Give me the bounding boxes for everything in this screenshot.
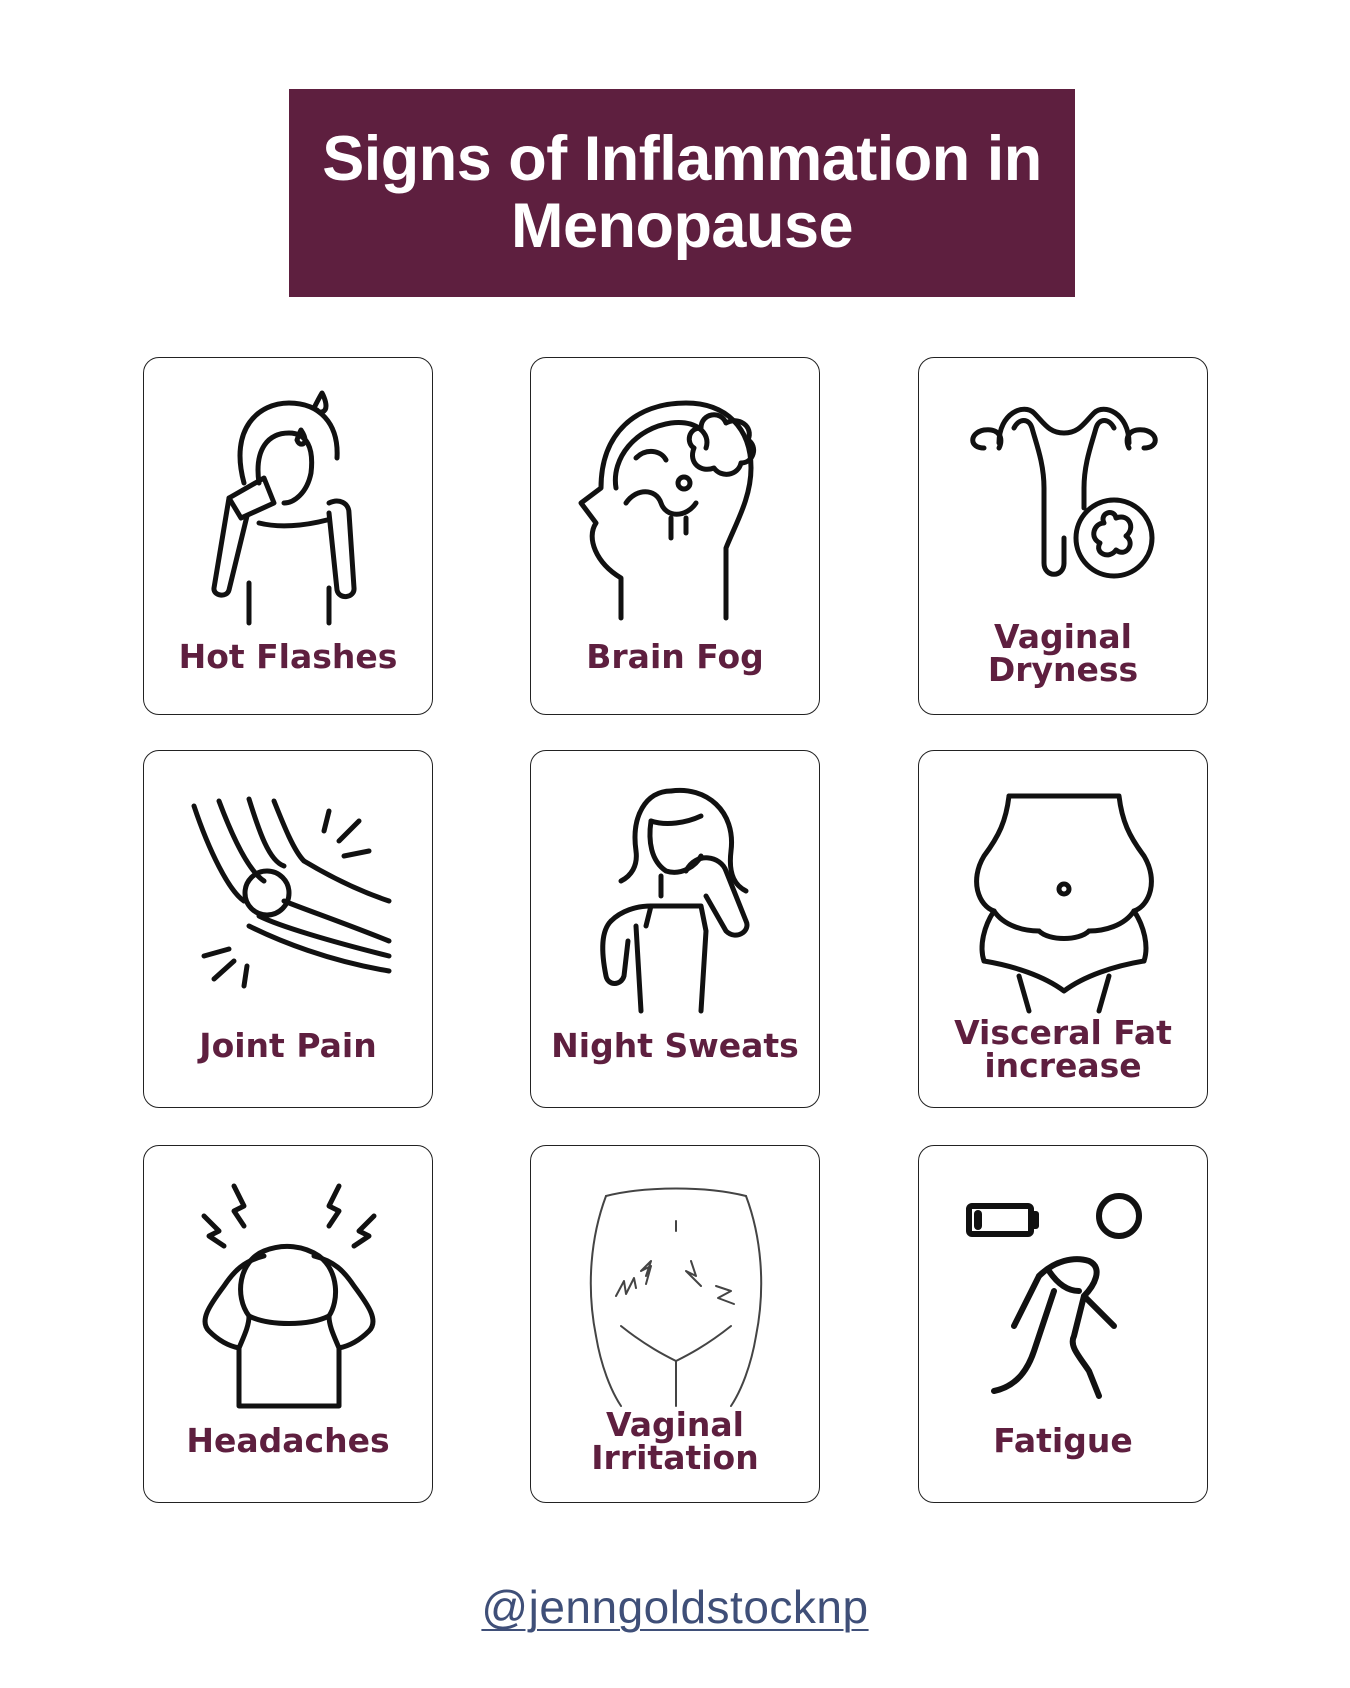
symptom-label: Night Sweats xyxy=(551,1026,799,1065)
symptom-label: Joint Pain xyxy=(199,1026,377,1065)
page-title: Signs of Inflammation in Menopause xyxy=(322,124,1042,261)
title-banner: Signs of Inflammation in Menopause xyxy=(289,89,1075,297)
hot-flashes-icon xyxy=(211,390,357,626)
symptom-label: Headaches xyxy=(186,1421,390,1460)
headache-icon xyxy=(201,1183,377,1409)
fatigue-icon xyxy=(966,1193,1142,1399)
symptom-label: Hot Flashes xyxy=(178,637,398,676)
social-handle[interactable]: @jenngoldstocknp xyxy=(481,1581,869,1633)
night-sweats-icon xyxy=(600,787,750,1014)
symptom-label: Brain Fog xyxy=(586,637,764,676)
symptom-card-hot-flashes: Hot Flashes xyxy=(143,357,433,715)
symptom-label: Fatigue xyxy=(993,1421,1133,1460)
symptom-card-night-sweats: Night Sweats xyxy=(530,750,820,1108)
joint-pain-icon xyxy=(191,796,392,989)
symptom-card-brain-fog: Brain Fog xyxy=(530,357,820,715)
uterus-icon xyxy=(970,406,1158,579)
brain-fog-icon xyxy=(578,400,757,621)
pelvis-irritation-icon xyxy=(589,1187,763,1407)
symptom-card-joint-pain: Joint Pain xyxy=(143,750,433,1108)
symptom-card-fatigue: Fatigue xyxy=(918,1145,1208,1503)
belly-icon xyxy=(974,793,1154,1014)
symptom-card-headaches: Headaches xyxy=(143,1145,433,1503)
